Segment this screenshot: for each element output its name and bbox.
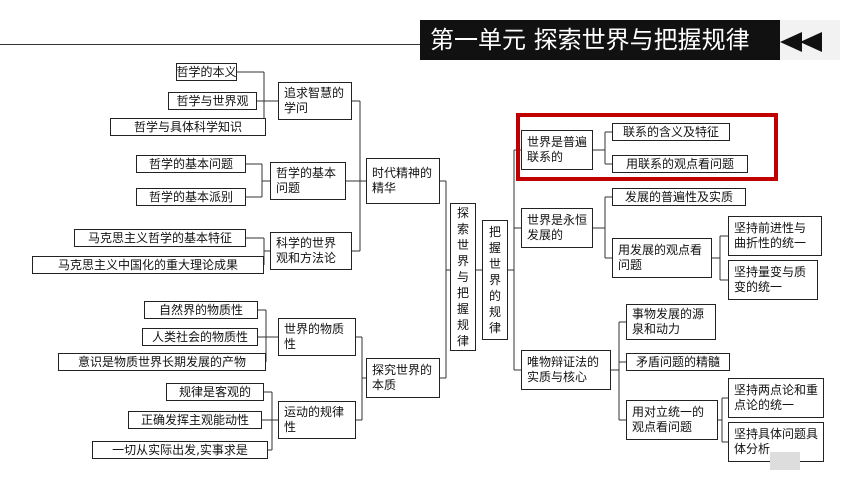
leaf-philosophy-meaning: 哲学的本义 [176, 63, 237, 81]
double-left-arrow-icon[interactable] [778, 30, 838, 54]
leaf-development-view: 用发展的观点看问题 [612, 238, 712, 278]
leaf-basic-question: 哲学的基本问题 [136, 155, 246, 173]
leaf-philosophy-worldview: 哲学与世界观 [168, 92, 257, 110]
leaf-sinicized-marxism: 马克思主义中国化的重大理论成果 [32, 256, 264, 274]
leaf-connection-view: 用联系的观点看问题 [612, 155, 748, 173]
branch-dialectics-core: 唯物辩证法的实质与核心 [521, 350, 611, 390]
highlight-frame [516, 113, 778, 181]
node-world-essence: 探究世界的本质 [366, 358, 440, 398]
leaf-concrete-analysis: 坚持具体问题具体分析 [728, 422, 824, 462]
leaf-unity-opposites: 用对立统一的观点看问题 [626, 400, 718, 440]
page-title: 第一单元 探索世界与把握规律 [420, 20, 780, 60]
root-explore-world: 探索世界与把握规律 [450, 203, 476, 351]
leaf-development-nature: 发展的普遍性及实质 [612, 188, 746, 206]
leaf-source-motive: 事物发展的源泉和动力 [626, 304, 716, 340]
leaf-subjective-initiative: 正确发挥主观能动性 [128, 411, 262, 429]
leaf-consciousness: 意识是物质世界长期发展的产物 [58, 353, 266, 371]
leaf-nature-materiality: 自然界的物质性 [144, 301, 258, 319]
leaf-seek-truth: 一切从实际出发,实事求是 [92, 441, 268, 459]
root-grasp-laws: 把握世界的规律 [482, 220, 508, 340]
node-scientific-worldview: 科学的世界观和方法论 [270, 232, 352, 270]
node-zeitgeist: 时代精神的精华 [366, 158, 440, 204]
leaf-progress-twists: 坚持前进性与曲折性的统一 [728, 216, 822, 256]
leaf-marxism-features: 马克思主义哲学的基本特征 [74, 229, 246, 247]
leaf-laws-objective: 规律是客观的 [166, 383, 264, 401]
node-material-world: 世界的物质性 [278, 318, 356, 356]
leaf-connection-features: 联系的含义及特征 [612, 123, 730, 141]
leaf-society-materiality: 人类社会的物质性 [142, 328, 258, 346]
corner-decoration [770, 452, 800, 470]
branch-universal-connection: 世界是普遍联系的 [521, 130, 593, 170]
leaf-basic-schools: 哲学的基本派别 [136, 188, 246, 206]
leaf-philosophy-science: 哲学与具体科学知识 [110, 118, 266, 136]
leaf-two-point-theory: 坚持两点论和重点论的统一 [728, 378, 824, 418]
leaf-contradiction-essence: 矛盾问题的精髓 [626, 353, 730, 371]
leaf-quantity-quality: 坚持量变与质变的统一 [728, 260, 818, 300]
node-wisdom: 追求智慧的学问 [278, 82, 352, 120]
branch-eternal-development: 世界是永恒发展的 [521, 208, 593, 248]
header-rule [0, 44, 420, 45]
node-basic-question: 哲学的基本问题 [270, 162, 346, 200]
node-motion-law: 运动的规律性 [278, 401, 356, 439]
